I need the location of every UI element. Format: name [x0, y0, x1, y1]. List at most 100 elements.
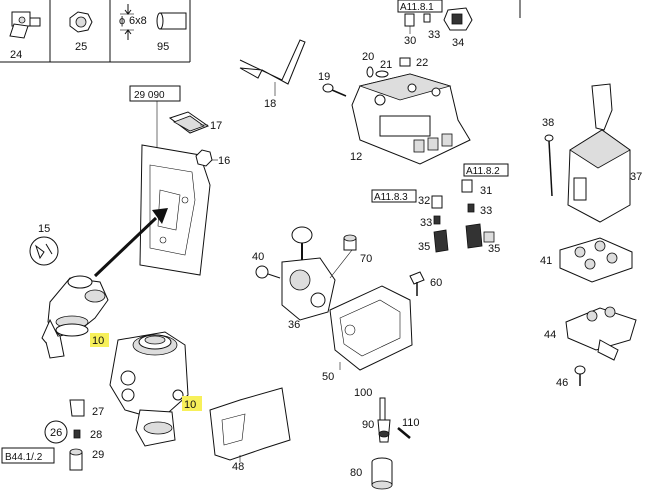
table-label-25: 25: [75, 41, 87, 53]
nut-16: 16: [195, 149, 230, 167]
callout-12: 12: [350, 151, 362, 163]
callout-27: 27: [92, 406, 104, 418]
fitting-70: 70: [329, 234, 372, 279]
connector-31: [461, 179, 473, 193]
parts-table: 24 25 ϕ 6x8 95: [0, 0, 191, 63]
table-label-24: 24: [10, 49, 22, 61]
callout-80: 80: [350, 467, 362, 479]
screw-40: 40: [252, 251, 281, 279]
diameter-symbol: ϕ: [119, 15, 125, 27]
ref-b44: B44.1/.2: [5, 452, 43, 463]
callout-18: 18: [264, 98, 276, 110]
hand-valve-36: 36: [281, 226, 336, 331]
ref-a1181-box: [397, 0, 443, 13]
assembly-arrow: [93, 208, 168, 278]
bracket-50: 50: [322, 285, 413, 383]
callout-41: 41: [540, 255, 552, 267]
callout-40: 40: [252, 251, 264, 263]
ref-29090: 29 090: [134, 90, 165, 101]
callout-35-left: 35: [418, 241, 430, 253]
callout-20: 20: [362, 51, 374, 63]
valve-block-12: 12: [350, 73, 471, 165]
pin-100: 100: [354, 387, 386, 421]
fittings-26-29: 27 26 28 29: [44, 399, 104, 471]
callout-35-right: 35: [488, 243, 500, 255]
bolt-19: 19: [318, 71, 347, 97]
callout-17: 17: [210, 120, 222, 132]
connector-35-left: 35: [418, 229, 449, 253]
callout-90: 90: [362, 419, 374, 431]
mounting-plate-group: 29 090: [129, 85, 211, 276]
callout-100: 100: [354, 387, 372, 399]
bracket-48: 48: [209, 387, 291, 473]
clip-33-right: [467, 203, 475, 213]
callout-33-left: 33: [420, 217, 432, 229]
callout-26-circle: [44, 420, 68, 444]
fitting-30: 30: [404, 13, 416, 47]
shift-lever-37: 37: [567, 83, 642, 223]
callout-32: 32: [418, 195, 430, 207]
ref-a1182: A11.8.2: [466, 166, 500, 177]
ref-a1182-box: [463, 163, 509, 177]
callout-48: 48: [232, 461, 244, 473]
callout-10-upper: 10: [92, 335, 104, 347]
callout-34: 34: [452, 37, 464, 49]
screw-46: 46: [556, 365, 586, 389]
callout-22: 22: [416, 57, 428, 69]
table-label-95: 95: [157, 41, 169, 53]
callout-50: 50: [322, 371, 334, 383]
callout-21: 21: [380, 59, 392, 71]
callout-44: 44: [544, 329, 556, 341]
valve-lower-10: [109, 331, 189, 447]
screw-38: 38: [542, 117, 554, 197]
connector-35-right: 35: [465, 223, 500, 255]
callout-16: 16: [218, 155, 230, 167]
gasket-41: 41: [540, 237, 633, 283]
callout-29: 29: [92, 449, 104, 461]
callout-60: 60: [430, 277, 442, 289]
clip-33-left: [433, 215, 441, 225]
clip-33-top: 33: [423, 13, 440, 41]
callout-33-top: 33: [428, 29, 440, 41]
clip-17: 17: [168, 111, 222, 134]
fitting-90: 90: [362, 419, 391, 443]
hose-spec-text: 6x8: [129, 15, 147, 27]
hose-spec: ϕ 6x8: [119, 4, 187, 40]
pin-110: 110: [397, 417, 420, 439]
ref-a1183: A11.8.3: [374, 192, 408, 203]
hose-clamp-icon: [9, 11, 41, 39]
cap-22: [399, 57, 411, 67]
seal-21: [375, 70, 389, 78]
callout-33-right: 33: [480, 205, 492, 217]
callout-28: 28: [90, 429, 102, 441]
callout-38: 38: [542, 117, 554, 129]
callout-30: 30: [404, 35, 416, 47]
ref-a1181: A11.8.1: [400, 2, 434, 13]
bracket-18: 18: [239, 39, 306, 110]
cap-80: 80: [350, 457, 393, 490]
valve-upper-10: [41, 275, 109, 359]
ref-a1183-box: [371, 189, 417, 203]
ref-b44-box: [1, 447, 55, 464]
callout-36: 36: [288, 319, 300, 331]
screw-60: 60: [409, 271, 442, 296]
callout-26: 26: [50, 427, 62, 439]
callout-46: 46: [556, 377, 568, 389]
callout-10-lower: 10: [184, 399, 196, 411]
callout-15: 15: [38, 223, 50, 235]
sensor-34: 34: [443, 7, 473, 49]
valve-44: 44: [544, 306, 637, 361]
wrench-icon: 15: [29, 223, 59, 266]
callout-37: 37: [630, 171, 642, 183]
nut-icon: [69, 11, 93, 33]
highlight-10-lower: [182, 396, 202, 411]
callout-70: 70: [360, 253, 372, 265]
callout-19: 19: [318, 71, 330, 83]
highlight-10-upper: [90, 333, 109, 347]
callout-110: 110: [402, 417, 420, 429]
connector-32: [431, 195, 443, 209]
pin-20: [366, 66, 374, 78]
callout-31: 31: [480, 185, 492, 197]
